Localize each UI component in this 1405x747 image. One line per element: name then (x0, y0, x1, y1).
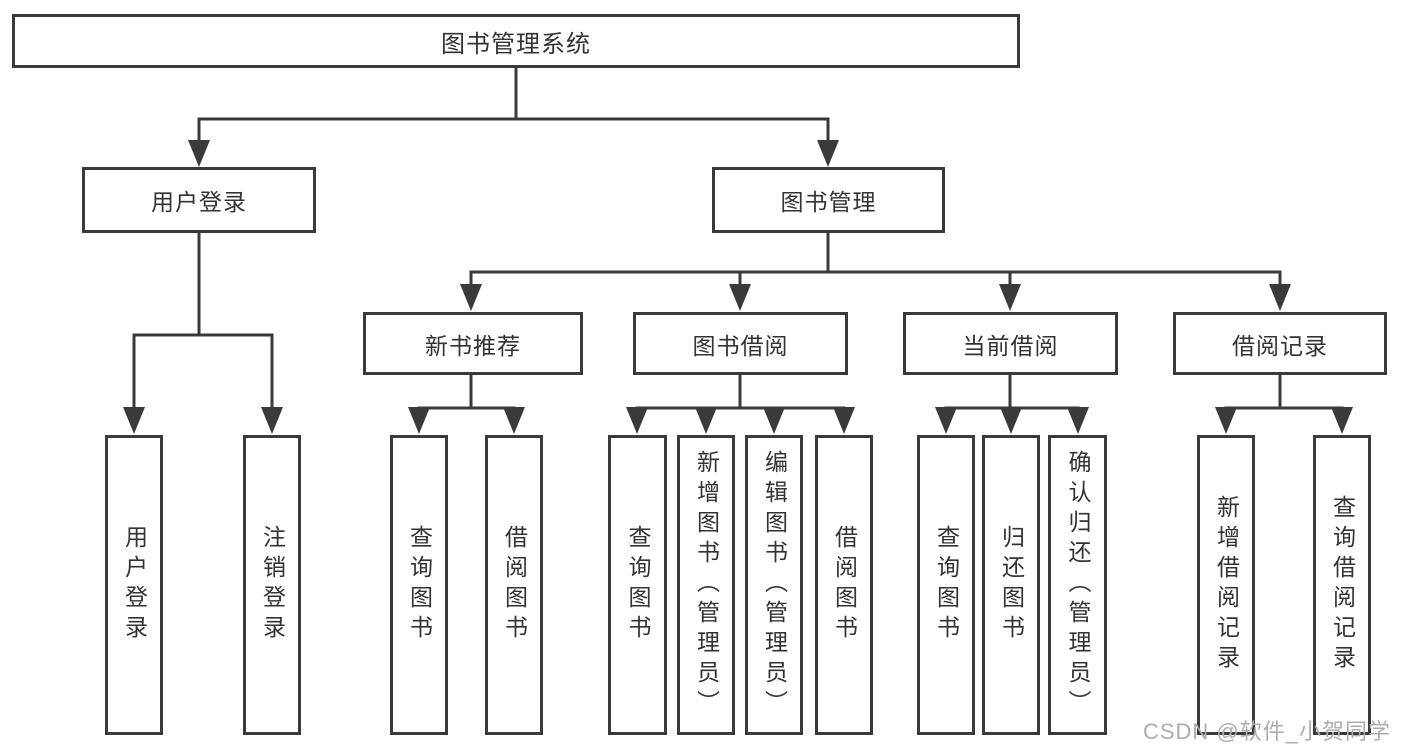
leaf-query-books-current-label: 查询图书 (933, 525, 960, 645)
leaf-edit-book-admin: 编辑图书（管理员） (745, 435, 803, 735)
leaf-add-borrow-record-label: 新增借阅记录 (1213, 495, 1240, 675)
leaf-confirm-return-admin: 确认归还（管理员） (1048, 435, 1107, 735)
leaf-query-borrow-record: 查询借阅记录 (1313, 435, 1371, 735)
leaf-query-books-recommend-label: 查询图书 (406, 525, 433, 645)
leaf-logout: 注销登录 (243, 435, 301, 735)
node-borrow-records: 借阅记录 (1173, 312, 1387, 375)
leaf-borrow-books-2-label: 借阅图书 (831, 525, 858, 645)
leaf-query-books-borrow-label: 查询图书 (625, 525, 651, 645)
node-book-borrow: 图书借阅 (633, 312, 848, 375)
leaf-user-login-label: 用户登录 (121, 525, 148, 645)
leaf-confirm-return-admin-label: 确认归还（管理员） (1065, 450, 1091, 720)
node-library-management-system: 图书管理系统 (12, 14, 1020, 68)
leaf-logout-label: 注销登录 (259, 525, 286, 645)
leaf-query-books-current: 查询图书 (917, 435, 975, 735)
leaf-user-login: 用户登录 (105, 435, 163, 735)
leaf-edit-book-admin-label: 编辑图书（管理员） (761, 450, 788, 720)
node-new-book-recommend: 新书推荐 (363, 312, 583, 375)
node-book-management: 图书管理 (712, 167, 945, 233)
leaf-add-borrow-record: 新增借阅记录 (1197, 435, 1255, 735)
leaf-add-book-admin-label: 新增图书（管理员） (693, 450, 720, 720)
leaf-query-borrow-record-label: 查询借阅记录 (1329, 495, 1356, 675)
leaf-borrow-books-recommend: 借阅图书 (485, 435, 543, 735)
node-user-login: 用户登录 (82, 167, 316, 233)
leaf-borrow-books-2: 借阅图书 (815, 435, 873, 735)
leaf-borrow-books-recommend-label: 借阅图书 (501, 525, 528, 645)
node-current-borrow: 当前借阅 (903, 312, 1118, 375)
leaf-query-books-recommend: 查询图书 (390, 435, 448, 735)
leaf-query-books-borrow: 查询图书 (608, 435, 667, 735)
leaf-return-book-label: 归还图书 (998, 525, 1025, 645)
leaf-return-book: 归还图书 (982, 435, 1040, 735)
leaf-add-book-admin: 新增图书（管理员） (677, 435, 735, 735)
